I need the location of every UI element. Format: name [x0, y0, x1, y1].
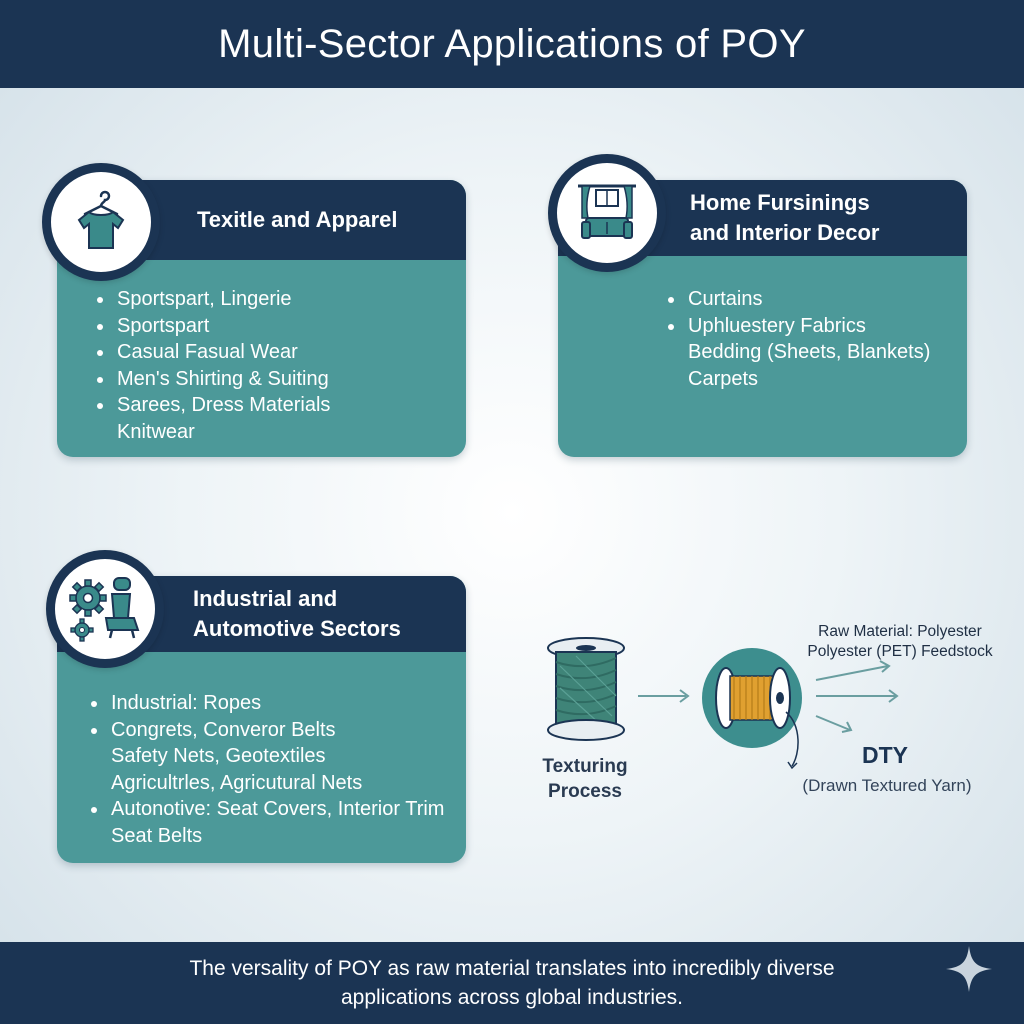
list-item: Men's Shirting & Suiting: [95, 366, 330, 393]
list-item: Uphluestery Fabrics: [666, 313, 930, 340]
sector-item-list: Curtains Uphluestery Fabrics Bedding (Sh…: [666, 286, 930, 392]
tshirt-hanger-icon: [77, 190, 125, 249]
arrow-icon: [815, 665, 889, 681]
label-line: Process: [548, 781, 622, 802]
list-item: Bedding (Sheets, Blankets): [688, 341, 931, 364]
sector-title-line: Automotive Sectors: [193, 616, 401, 641]
list-item: Safety Nets, Geotextiles: [111, 745, 326, 768]
dty-title: DTY: [862, 742, 908, 768]
page-title: Multi-Sector Applications of POY: [0, 0, 1024, 88]
texturing-process-label: Texturing Process: [530, 754, 640, 804]
dty-subtitle: (Drawn Textured Yarn): [802, 776, 972, 795]
list-item: Curtains: [666, 286, 930, 313]
sector-badge-home: [548, 154, 666, 272]
list-item: Sarees, Dress Materials: [95, 392, 330, 419]
arrow-icon: [815, 715, 851, 731]
yarn-spool-icon: [547, 637, 625, 741]
label-line: Raw Material: Polyester: [818, 623, 982, 640]
raw-material-label: Raw Material: Polyester Polyester (PET) …: [780, 622, 1020, 662]
list-item: Sportspart, Lingerie: [95, 286, 330, 313]
arrow-head: [841, 721, 853, 733]
caption-line: applications across global industries.: [340, 986, 684, 1009]
sector-item-list: Sportspart, Lingerie Sportspart Casual F…: [95, 286, 330, 446]
sparkle-icon: [946, 946, 992, 992]
list-item: Carpets: [688, 367, 759, 390]
sofa-window-icon: [578, 184, 636, 239]
arrow-head: [888, 689, 899, 703]
label-line: Polyester (PET) Feedstock: [807, 643, 993, 660]
sector-title: Texitle and Apparel: [197, 207, 398, 232]
list-item: Congrets, Converor Belts: [89, 717, 444, 744]
bobbin-icon: [702, 648, 802, 770]
sector-card-textile: Texitle and Apparel Sportspart, Lingerie…: [57, 180, 466, 457]
arrow-head: [879, 660, 891, 673]
arrow-head: [679, 689, 690, 703]
sector-badge-textile: [42, 163, 160, 281]
caption-line: The versality of POY as raw material tra…: [189, 957, 835, 980]
sector-title-line: and Interior Decor: [690, 220, 880, 245]
sector-item-list: Industrial: Ropes Congrets, Converor Bel…: [89, 690, 444, 850]
list-item: Seat Belts: [111, 824, 203, 847]
sector-badge-industrial: [46, 550, 164, 668]
list-item: Industrial: Ropes: [89, 690, 444, 717]
list-item: Casual Fasual Wear: [95, 339, 330, 366]
list-item: Sportspart: [95, 313, 330, 340]
footer-caption: The versality of POY as raw material tra…: [0, 942, 1024, 1024]
list-item: Agricultrles, Agricutural Nets: [111, 771, 363, 794]
sector-title-line: Home Fursinings: [690, 190, 870, 215]
gear-car-seat-icon: [69, 577, 140, 642]
label-line: Texturing: [542, 756, 628, 777]
list-item: Autonotive: Seat Covers, Interior Trim: [89, 796, 444, 823]
sector-title-line: Industrial and: [193, 586, 338, 611]
list-item: Knitwear: [117, 420, 195, 443]
process-diagram: [547, 637, 899, 770]
